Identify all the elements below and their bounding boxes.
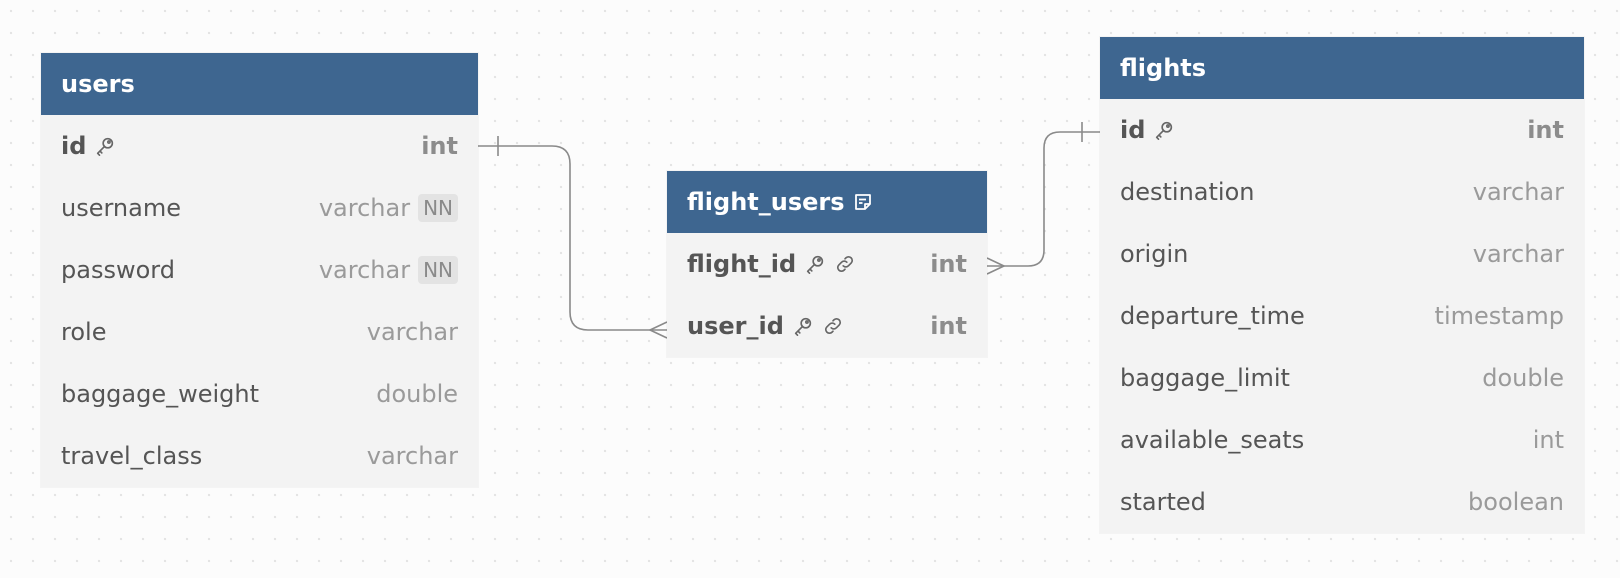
flights-id-to-flight-users-flight-id-connector[interactable] <box>987 131 1100 267</box>
many-marker <box>648 321 668 339</box>
column-type: varchar <box>366 442 458 470</box>
key-icon <box>804 253 826 275</box>
column-type: int <box>421 132 458 160</box>
note-icon[interactable] <box>853 192 873 212</box>
column-row-id[interactable]: id int <box>1100 99 1584 161</box>
column-name: flight_id <box>687 250 797 278</box>
column-type: varchar <box>318 194 411 222</box>
column-name: id <box>61 132 87 160</box>
column-name: role <box>61 318 107 346</box>
column-row-flight-id[interactable]: flight_id int <box>667 233 987 295</box>
key-icon <box>94 135 116 157</box>
table-title: flight_users <box>687 188 845 216</box>
column-type: double <box>1482 364 1564 392</box>
column-type: boolean <box>1468 488 1564 516</box>
column-row-departure-time[interactable]: departure_time timestamp <box>1100 285 1584 347</box>
column-row-available-seats[interactable]: available_seats int <box>1100 409 1584 471</box>
column-name: origin <box>1120 240 1189 268</box>
table-header[interactable]: users <box>41 53 478 115</box>
table-flights[interactable]: flights id int destination varchar origin var… <box>1100 37 1584 533</box>
users-id-to-flight-users-user-id-connector[interactable] <box>463 145 667 331</box>
many-marker <box>986 257 1006 275</box>
column-type: int <box>930 250 967 278</box>
column-name: baggage_limit <box>1120 364 1290 392</box>
not-null-badge: NN <box>418 194 458 222</box>
column-type: varchar <box>318 256 411 284</box>
table-header[interactable]: flights <box>1100 37 1584 99</box>
column-name: username <box>61 194 181 222</box>
column-list: id int destination varchar origin varchar depa… <box>1100 99 1584 533</box>
key-icon <box>1153 119 1175 141</box>
column-row-origin[interactable]: origin varchar <box>1100 223 1584 285</box>
not-null-badge: NN <box>418 256 458 284</box>
table-header[interactable]: flight_users <box>667 171 987 233</box>
column-name: travel_class <box>61 442 203 470</box>
table-title: flights <box>1120 54 1207 82</box>
column-name: destination <box>1120 178 1255 206</box>
column-type: varchar <box>1472 178 1564 206</box>
link-icon <box>822 315 844 337</box>
column-name: available_seats <box>1120 426 1305 454</box>
column-type: int <box>1532 426 1564 454</box>
column-name: user_id <box>687 312 784 340</box>
column-row-baggage-weight[interactable]: baggage_weight double <box>41 363 478 425</box>
key-icon <box>792 315 814 337</box>
column-type: int <box>1527 116 1564 144</box>
column-name: password <box>61 256 175 284</box>
column-name: id <box>1120 116 1146 144</box>
table-title: users <box>61 70 135 98</box>
column-name: started <box>1120 488 1206 516</box>
column-row-travel-class[interactable]: travel_class varchar <box>41 425 478 487</box>
link-icon <box>834 253 856 275</box>
column-row-user-id[interactable]: user_id int <box>667 295 987 357</box>
column-name: baggage_weight <box>61 380 260 408</box>
column-type: double <box>376 380 458 408</box>
column-type: varchar <box>1472 240 1564 268</box>
column-name: departure_time <box>1120 302 1305 330</box>
column-type: varchar <box>366 318 458 346</box>
column-type: int <box>930 312 967 340</box>
column-type: timestamp <box>1434 302 1564 330</box>
column-row-baggage-limit[interactable]: baggage_limit double <box>1100 347 1584 409</box>
column-row-id[interactable]: id int <box>41 115 478 177</box>
column-row-destination[interactable]: destination varchar <box>1100 161 1584 223</box>
column-row-role[interactable]: role varchar <box>41 301 478 363</box>
column-row-started[interactable]: started boolean <box>1100 471 1584 533</box>
